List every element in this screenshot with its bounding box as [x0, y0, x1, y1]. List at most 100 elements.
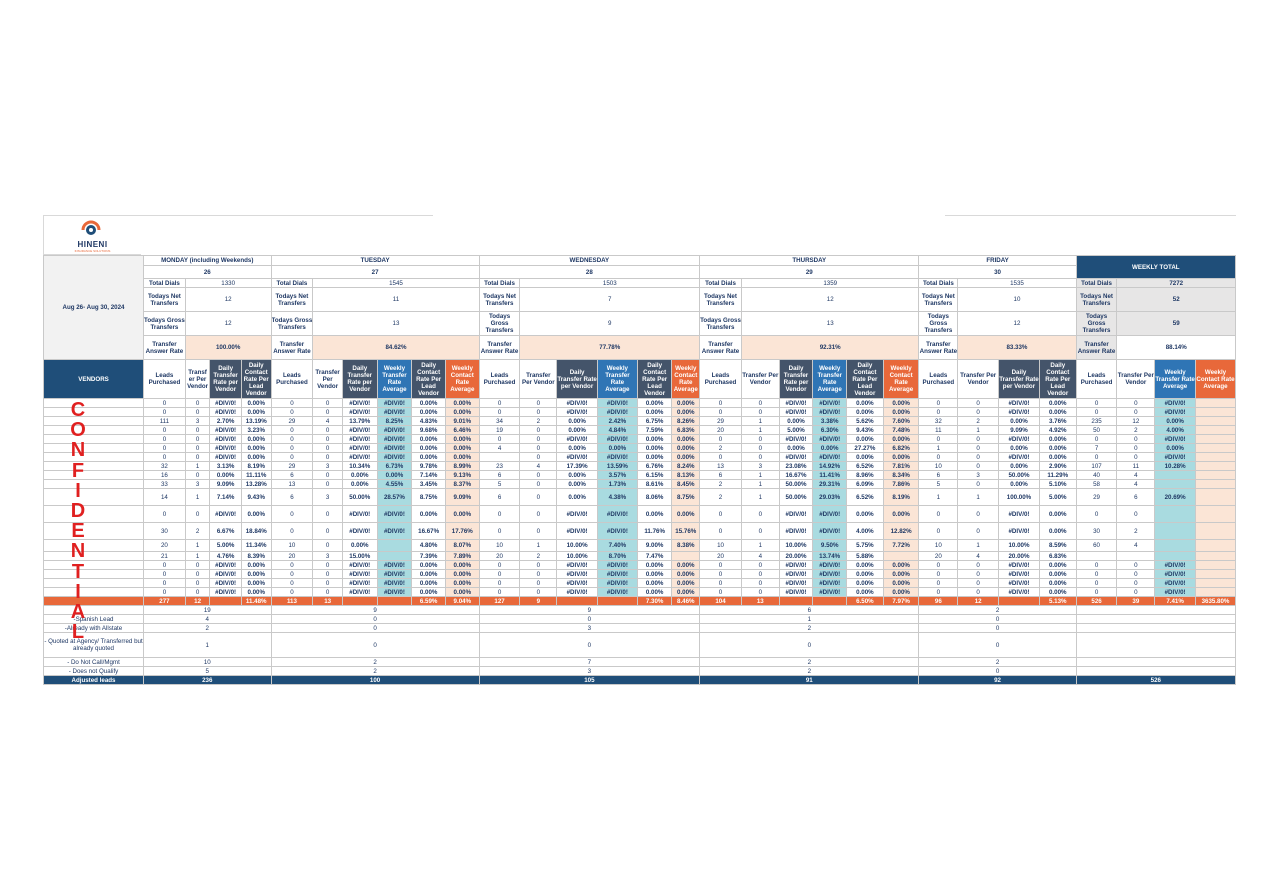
data-cell: #DIV/0!	[376, 560, 413, 570]
footer-value: 2	[699, 623, 920, 633]
data-cell: #DIV/0!	[778, 434, 814, 444]
data-cell: 6.09%	[846, 479, 884, 489]
total-cell: 13	[312, 596, 343, 606]
data-cell: 8.06%	[636, 488, 673, 506]
col-header-weekly-contact: Weekly Contact Rate Average	[1195, 359, 1236, 399]
data-cell: 0.00%	[998, 461, 1040, 471]
data-cell: #DIV/0!	[998, 587, 1040, 597]
data-cell: 0.00%	[1038, 452, 1077, 462]
data-cell: 6.52%	[846, 488, 884, 506]
total-dials-label: Total Dials	[143, 278, 186, 288]
data-cell: 0	[1116, 452, 1156, 462]
data-cell: 0	[143, 434, 186, 444]
data-cell: 8.38%	[671, 539, 701, 552]
data-cell: 17.39%	[556, 461, 598, 471]
data-cell: 0	[519, 578, 558, 588]
data-cell: 0	[519, 398, 558, 408]
data-cell: 0	[184, 470, 211, 480]
data-cell: 0	[519, 560, 558, 570]
data-cell: 0.00%	[411, 560, 446, 570]
total-dials-value: 1359	[740, 278, 920, 288]
data-cell: 0.00%	[1038, 505, 1077, 523]
data-cell: #DIV/0!	[1154, 398, 1197, 408]
data-cell: 0.00%	[636, 560, 673, 570]
data-cell: 0	[1116, 560, 1156, 570]
data-cell: 0	[1075, 407, 1118, 417]
data-cell: 0	[740, 443, 780, 453]
col-header-leads: Leads Purchased	[699, 359, 742, 399]
data-cell: #DIV/0!	[376, 434, 413, 444]
data-cell: 10.00%	[556, 551, 598, 561]
data-cell: #DIV/0!	[209, 452, 242, 462]
col-header-daily-rate: Daily Transfer Rate per Vendor	[998, 359, 1040, 399]
data-cell: 0.00%	[1038, 587, 1077, 597]
data-cell: 0.00%	[444, 505, 480, 523]
data-cell: 3.76%	[1038, 416, 1077, 426]
data-cell: 0	[184, 578, 211, 588]
data-cell: 0.00%	[998, 479, 1040, 489]
data-cell: 6.30%	[812, 425, 848, 435]
data-cell: 0	[1116, 398, 1156, 408]
data-cell: 0	[270, 443, 314, 453]
data-cell: 0	[519, 407, 558, 417]
data-cell: 5.00%	[1038, 488, 1077, 506]
data-cell: 10	[918, 539, 959, 552]
total-cell: 113	[270, 596, 314, 606]
data-cell: 0	[918, 578, 959, 588]
data-cell: 0	[918, 407, 959, 417]
data-cell: 1.73%	[597, 479, 638, 489]
col-header-daily-rate: Daily Transfer Rate per Vendor	[556, 359, 598, 399]
data-cell: 9.00%	[636, 539, 673, 552]
data-cell: 0	[270, 398, 314, 408]
data-cell: 20	[143, 539, 186, 552]
footer-value: 2	[918, 605, 1077, 615]
data-cell: 0.00%	[778, 416, 814, 426]
data-cell: 0	[312, 443, 343, 453]
answer-rate-label: Transfer Answer Rate	[270, 335, 314, 360]
data-cell: 8.13%	[671, 470, 701, 480]
data-cell: 0.00%	[240, 398, 272, 408]
vendors-header: VENDORS	[43, 359, 144, 399]
data-cell: #DIV/0!	[341, 398, 378, 408]
vendor-name-cell	[43, 505, 144, 523]
data-cell	[1195, 407, 1236, 417]
data-cell: 4	[312, 416, 343, 426]
answer-rate-value: 83.33%	[957, 335, 1077, 360]
data-cell: 4.55%	[376, 479, 413, 489]
total-cell: 7.30%	[636, 596, 673, 606]
footer-value: 0	[270, 614, 480, 624]
data-cell: 4	[1116, 479, 1156, 489]
data-cell: 3.13%	[209, 461, 242, 471]
data-cell: 6.76%	[636, 461, 673, 471]
data-cell: 0.00%	[882, 434, 920, 444]
col-header-transfers-mon: Transf er Per Vendor	[184, 359, 211, 399]
data-cell: 0.00%	[341, 479, 378, 489]
data-cell: 0	[519, 569, 558, 579]
day-name: THURSDAY	[699, 255, 920, 266]
data-cell: 0	[740, 587, 780, 597]
footer-label: - Does not Qualify	[43, 666, 144, 676]
net-transfers-label: Todays Net Transfers	[918, 287, 959, 312]
footer-value: 9	[478, 605, 701, 615]
data-cell: #DIV/0!	[209, 578, 242, 588]
data-cell: 20.00%	[778, 551, 814, 561]
data-cell: 0.00%	[671, 434, 701, 444]
data-cell: 0	[957, 587, 1000, 597]
total-cell	[556, 596, 598, 606]
data-cell: 0.00%	[240, 578, 272, 588]
col-header-daily-rate: Daily Transfer Rate per Vendor	[341, 359, 378, 399]
data-cell: 0	[478, 522, 521, 540]
data-cell: 0	[270, 522, 314, 540]
gross-transfers-value: 13	[740, 311, 920, 336]
data-cell: 0	[312, 578, 343, 588]
data-cell: 0	[957, 461, 1000, 471]
data-cell: 21	[143, 551, 186, 561]
day-name: FRIDAY	[918, 255, 1077, 266]
day-name: TUESDAY	[270, 255, 480, 266]
data-cell: 6.67%	[209, 522, 242, 540]
data-cell: #DIV/0!	[376, 443, 413, 453]
